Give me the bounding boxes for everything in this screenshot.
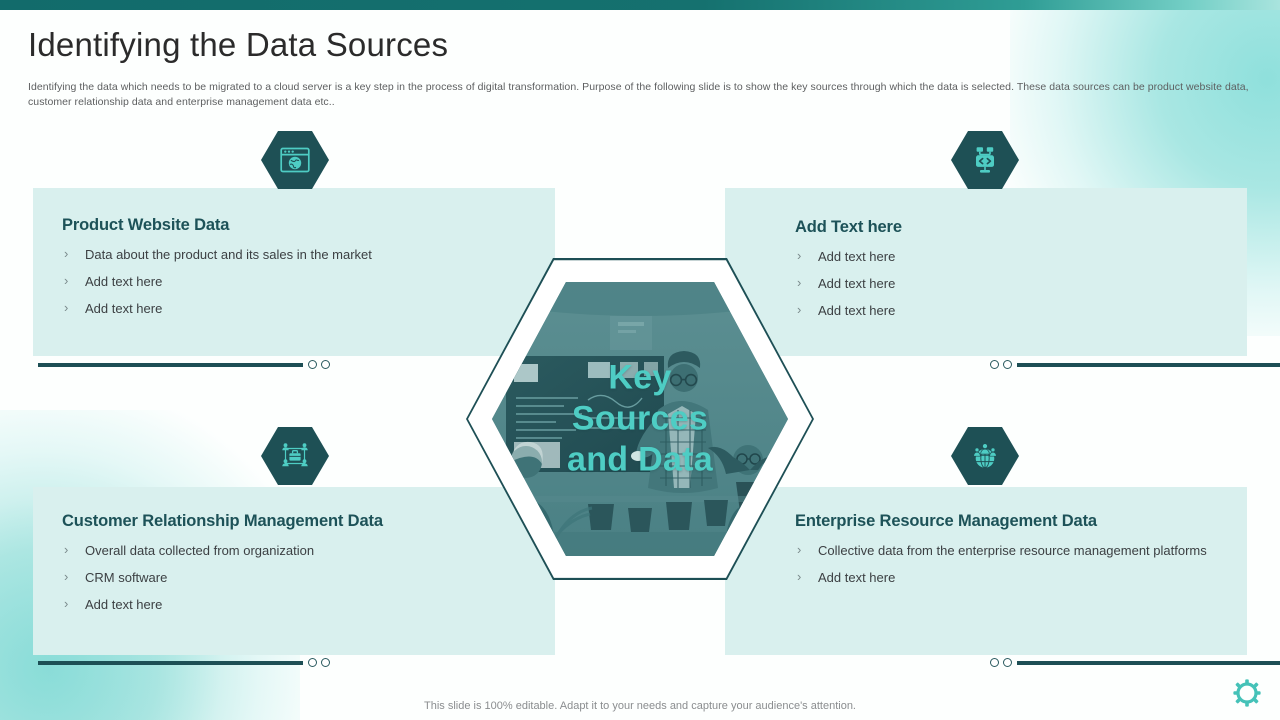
chevron-right-icon: › xyxy=(797,248,802,263)
list-item: › Add text here xyxy=(62,273,532,290)
footer-note: This slide is 100% editable. Adapt it to… xyxy=(424,700,856,712)
list-item-text: Data about the product and its sales in … xyxy=(85,247,372,262)
icon-badge-customer-relationship-management-data[interactable] xyxy=(261,427,329,485)
divider-dot xyxy=(308,658,317,667)
list-item-text: Add text here xyxy=(85,597,163,612)
divider-line xyxy=(1017,660,1280,665)
list-item: › Data about the product and its sales in… xyxy=(62,246,532,263)
card-title: Add Text here xyxy=(795,218,902,236)
divider-dot xyxy=(308,360,317,369)
list-item-text: Collective data from the enterprise reso… xyxy=(818,543,1207,558)
list-item: › Add text here xyxy=(62,596,532,613)
divider-dot xyxy=(1003,360,1012,369)
divider-dots xyxy=(985,658,1017,667)
divider-dot xyxy=(990,658,999,667)
card-divider xyxy=(38,658,335,667)
divider-dot xyxy=(321,360,330,369)
top-accent-bar xyxy=(0,0,1280,10)
list-item-text: Add text here xyxy=(818,303,896,318)
list-item: › CRM software xyxy=(62,569,532,586)
list-item: › Overall data collected from organizatio… xyxy=(62,542,532,559)
center-hexagon-label: Key Sources and Data xyxy=(466,358,814,481)
card-bullet-list: › Overall data collected from organizatio… xyxy=(62,542,532,613)
center-label-line-1: Key xyxy=(608,358,672,397)
card-content: Add Text here › Add text here › Add text h… xyxy=(795,218,1265,329)
icon-badge-add-text-here[interactable] xyxy=(951,131,1019,189)
list-item-text: Add text here xyxy=(818,249,896,264)
card-title: Product Website Data xyxy=(62,216,230,234)
page-subtitle: Identifying the data which needs to be m… xyxy=(28,81,1249,108)
divider-line xyxy=(38,362,303,367)
card-content: Customer Relationship Management Data › O… xyxy=(62,512,532,623)
gear-logo-icon xyxy=(1228,674,1266,712)
divider-line xyxy=(1017,362,1280,367)
card-content: Product Website Data › Data about the pro… xyxy=(62,216,532,327)
card-title: Enterprise Resource Management Data xyxy=(795,512,1097,530)
divider-dots xyxy=(985,360,1017,369)
list-item: › Add text here xyxy=(795,248,1265,265)
list-item-text: Add text here xyxy=(85,301,163,316)
chevron-right-icon: › xyxy=(797,275,802,290)
divider-dot xyxy=(321,658,330,667)
chevron-right-icon: › xyxy=(64,569,69,584)
list-item: › Add text here xyxy=(795,569,1235,586)
card-content: Enterprise Resource Management Data › Col… xyxy=(795,512,1235,596)
people-globe-icon xyxy=(970,442,1000,470)
list-item: › Add text here xyxy=(62,300,532,317)
card-title: Customer Relationship Management Data xyxy=(62,512,383,530)
list-item-text: CRM software xyxy=(85,570,168,585)
divider-line xyxy=(38,660,303,665)
page-title: Identifying the Data Sources xyxy=(28,26,449,63)
code-network-icon xyxy=(970,146,1000,174)
card-bullet-list: › Add text here › Add text here › Add text … xyxy=(795,248,1265,319)
center-hexagon[interactable]: Key Sources and Data xyxy=(466,258,814,580)
chevron-right-icon: › xyxy=(64,596,69,611)
chevron-right-icon: › xyxy=(797,542,802,557)
card-divider xyxy=(985,658,1280,667)
list-item-text: Add text here xyxy=(818,570,896,585)
list-item: › Add text here xyxy=(795,302,1265,319)
card-enterprise-resource-management-data[interactable]: Enterprise Resource Management Data › Col… xyxy=(725,487,1280,667)
people-network-briefcase-icon xyxy=(279,442,311,470)
divider-dots xyxy=(303,658,335,667)
list-item-text: Add text here xyxy=(818,276,896,291)
card-add-text-here[interactable]: Add Text here › Add text here › Add text h… xyxy=(725,188,1280,369)
chevron-right-icon: › xyxy=(64,300,69,315)
card-bullet-list: › Data about the product and its sales in… xyxy=(62,246,532,317)
divider-dots xyxy=(303,360,335,369)
list-item-text: Add text here xyxy=(85,274,163,289)
card-divider xyxy=(38,360,335,369)
chevron-right-icon: › xyxy=(64,246,69,261)
browser-globe-icon xyxy=(280,146,310,174)
divider-dot xyxy=(990,360,999,369)
list-item: › Add text here xyxy=(795,275,1265,292)
chevron-right-icon: › xyxy=(64,542,69,557)
divider-dot xyxy=(1003,658,1012,667)
center-label-line-3: and Data xyxy=(567,440,713,479)
chevron-right-icon: › xyxy=(797,302,802,317)
center-label-line-2: Sources xyxy=(571,399,709,438)
chevron-right-icon: › xyxy=(797,569,802,584)
icon-badge-product-website-data[interactable] xyxy=(261,131,329,189)
list-item-text: Overall data collected from organization xyxy=(85,543,315,558)
list-item: › Collective data from the enterprise res… xyxy=(795,542,1235,559)
chevron-right-icon: › xyxy=(64,273,69,288)
icon-badge-enterprise-resource-management-data[interactable] xyxy=(951,427,1019,485)
card-customer-relationship-management-data[interactable]: Customer Relationship Management Data › O… xyxy=(33,487,555,667)
card-product-website-data[interactable]: Product Website Data › Data about the pro… xyxy=(33,188,555,369)
card-divider xyxy=(985,360,1280,369)
card-bullet-list: › Collective data from the enterprise res… xyxy=(795,542,1235,586)
